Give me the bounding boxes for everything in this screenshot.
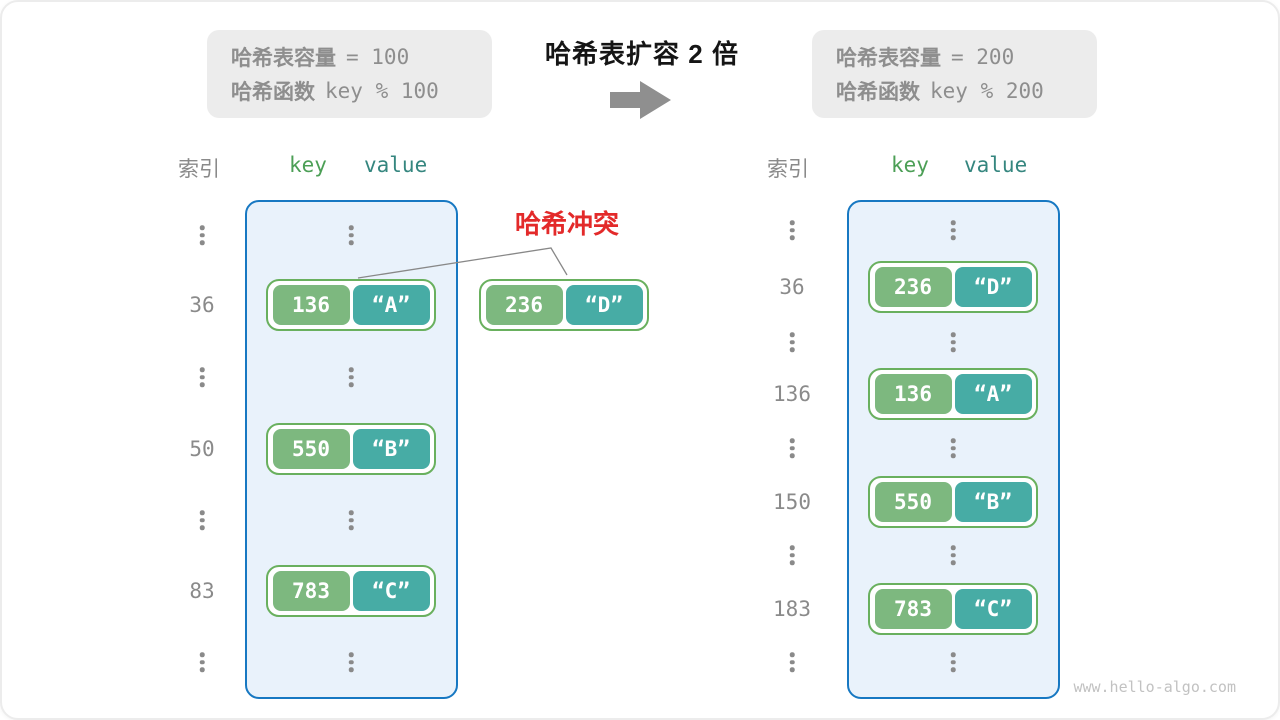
key-cell: 783 [874,589,952,629]
collision-kv-pair: 236 “D” [479,279,649,331]
value-cell: “C” [954,589,1032,629]
value-cell: “C” [352,571,430,611]
kv-pair: 783 “C” [266,565,436,617]
ellipsis-dots [789,652,795,672]
ellipsis-dots [789,220,795,240]
hash-fn-value: key % 200 [930,79,1044,103]
value-cell: “D” [565,285,643,325]
left-capacity-info-box: 哈希表容量 = 100 哈希函数 key % 100 [207,30,492,118]
kv-pair: 783 “C” [868,583,1038,635]
ellipsis-dots [348,225,354,245]
left-index-header: 索引 [178,158,220,181]
hash-fn-label: 哈希函数 [836,81,920,104]
hash-fn-value: key % 100 [325,79,439,103]
ellipsis-dots [199,367,205,387]
value-cell: “A” [954,374,1032,414]
value-cell: “B” [352,429,430,469]
diagram-title: 哈希表扩容 2 倍 [545,39,739,69]
capacity-value: = 100 [346,45,410,69]
ellipsis-dots [950,545,956,565]
left-key-header: key [289,153,327,177]
hash-fn-line: 哈希函数 key % 100 [231,76,492,106]
value-cell: “A” [352,285,430,325]
key-cell: 136 [272,285,350,325]
value-cell: “B” [954,482,1032,522]
index-label: 150 [773,490,811,514]
kv-pair: 550 “B” [868,476,1038,528]
hash-fn-line: 哈希函数 key % 200 [836,76,1097,106]
ellipsis-dots [950,652,956,672]
capacity-label: 哈希表容量 [836,47,941,70]
kv-pair: 136 “A” [868,368,1038,420]
hash-collision-label: 哈希冲突 [514,209,619,239]
key-cell: 236 [485,285,563,325]
ellipsis-dots [789,438,795,458]
ellipsis-dots [199,652,205,672]
hash-fn-label: 哈希函数 [231,81,315,104]
index-label: 183 [773,597,811,621]
key-cell: 783 [272,571,350,611]
right-key-header: key [891,153,929,177]
ellipsis-dots [950,220,956,240]
left-value-header: value [364,153,428,177]
kv-pair: 236 “D” [868,261,1038,313]
right-value-header: value [964,153,1028,177]
right-capacity-info-box: 哈希表容量 = 200 哈希函数 key % 200 [812,30,1097,118]
key-cell: 550 [272,429,350,469]
kv-pair: 136 “A” [266,279,436,331]
kv-pair: 550 “B” [266,423,436,475]
watermark: www.hello-algo.com [1073,678,1236,696]
index-label: 83 [189,579,215,603]
right-index-header: 索引 [767,158,809,181]
ellipsis-dots [789,332,795,352]
key-cell: 236 [874,267,952,307]
ellipsis-dots [199,510,205,530]
index-label: 136 [773,382,811,406]
ellipsis-dots [348,652,354,672]
ellipsis-dots [950,438,956,458]
key-cell: 550 [874,482,952,522]
index-label: 36 [189,293,215,317]
ellipsis-dots [199,225,205,245]
ellipsis-dots [348,510,354,530]
capacity-line: 哈希表容量 = 200 [836,42,1097,72]
capacity-label: 哈希表容量 [231,47,336,70]
capacity-value: = 200 [951,45,1015,69]
key-cell: 136 [874,374,952,414]
index-label: 50 [189,437,215,461]
ellipsis-dots [950,332,956,352]
ellipsis-dots [789,545,795,565]
value-cell: “D” [954,267,1032,307]
capacity-line: 哈希表容量 = 100 [231,42,492,72]
ellipsis-dots [348,367,354,387]
index-label: 36 [779,275,805,299]
